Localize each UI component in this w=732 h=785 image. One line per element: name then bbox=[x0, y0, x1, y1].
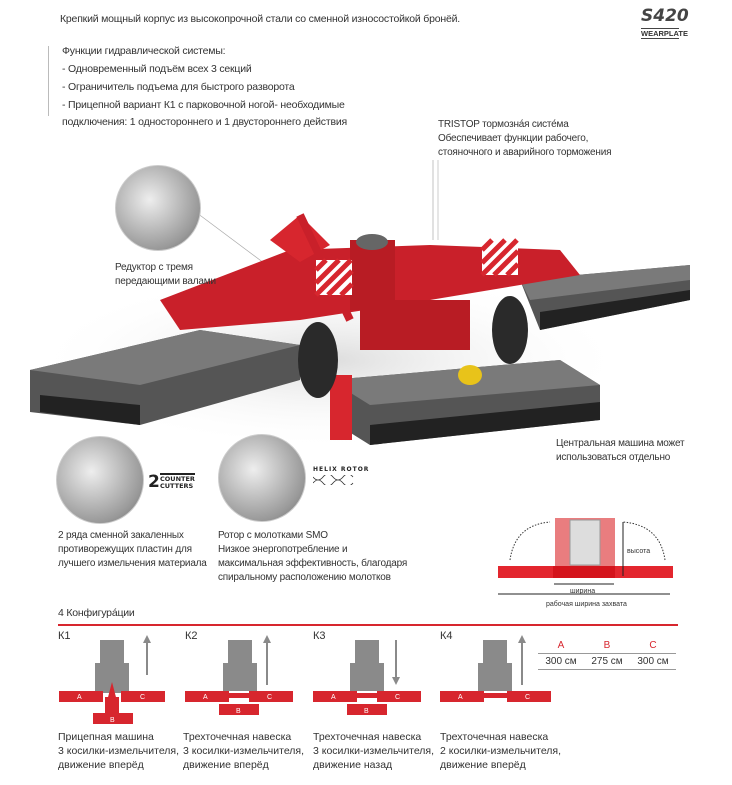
divider bbox=[58, 624, 678, 626]
hydraulics-item: - Прицепной вариант К1 с парковочной ног… bbox=[62, 99, 345, 111]
hydraulics-item: - Одновременный подъём всех 3 секций bbox=[62, 63, 252, 75]
wearplate-badge: WEARPLATE bbox=[641, 28, 688, 39]
config-k3-caption: Трехточечная навеска 3 косилки-измельчит… bbox=[313, 730, 434, 772]
svg-text:A: A bbox=[458, 694, 463, 701]
svg-text:B: B bbox=[364, 708, 369, 715]
caption-line: 2 косилки-измельчителя, bbox=[440, 745, 562, 757]
spec-header-a: A bbox=[538, 638, 584, 654]
section-c: C bbox=[140, 694, 145, 701]
rotor-text: Низкое энергопотребление и bbox=[218, 544, 348, 555]
section-b: B bbox=[110, 717, 115, 724]
central-machine-label: Центральная машина может bbox=[556, 438, 685, 449]
configs-title: 4 Конфигура́ции bbox=[58, 607, 135, 619]
helix-icon bbox=[313, 475, 354, 485]
model-logo: S420 bbox=[641, 6, 689, 26]
config-id: К3 bbox=[313, 630, 326, 642]
counter-cutter-detail-image bbox=[56, 436, 144, 524]
config-k2-diagram: A C B bbox=[185, 635, 293, 715]
working-width-label: рабочая ширина захвата bbox=[546, 600, 627, 608]
caption-line: Прицепная машина bbox=[58, 731, 154, 743]
counter-cutters-l2: CUTTERS bbox=[160, 482, 194, 490]
config-k4-diagram: A C bbox=[440, 635, 551, 702]
svg-text:C: C bbox=[525, 694, 530, 701]
config-id: К1 bbox=[58, 630, 71, 642]
hydraulics-title: Функции гидравлической системы: bbox=[62, 45, 226, 57]
rotor-title: Ротор с молотками SMO bbox=[218, 530, 328, 541]
tristop-text: Обеспечивает функции рабочего, bbox=[438, 133, 589, 144]
config-diagrams: A C B A C B A C B A C bbox=[59, 635, 551, 724]
caption-line: 3 косилки-измельчителя, bbox=[58, 745, 180, 757]
height-label: высота bbox=[627, 548, 650, 555]
caption-line: движение вперёд bbox=[183, 759, 269, 771]
spec-value-c: 300 см bbox=[630, 653, 676, 670]
tristop-title: TRISTOP тормозна́я систе́ма bbox=[438, 119, 569, 130]
counter-cutters-number: 2 bbox=[148, 472, 160, 492]
caption-line: движение вперёд bbox=[440, 759, 526, 771]
rotor-detail-image bbox=[218, 434, 306, 522]
svg-text:A: A bbox=[331, 694, 336, 701]
intro-text: Крепкий мощный корпус из высокопрочной с… bbox=[60, 13, 460, 25]
central-machine-label: использоваться отдельно bbox=[556, 452, 671, 463]
svg-text:A: A bbox=[203, 694, 208, 701]
hydraulics-item: - Ограничитель подъема для быстрого разв… bbox=[62, 81, 295, 93]
caption-line: Трехточечная навеска bbox=[183, 731, 292, 743]
spec-value-b: 275 см bbox=[584, 653, 630, 670]
gearbox-label: Редуктор с тремя bbox=[115, 262, 193, 273]
helix-rotor-badge: HELIX ROTOR bbox=[313, 466, 370, 473]
counter-cutters-l1: COUNTER bbox=[160, 473, 195, 483]
gearbox-label: передающими валами bbox=[115, 276, 216, 287]
caption-line: движение назад bbox=[313, 759, 393, 771]
width-spec-table: A B C 300 см 275 см 300 см bbox=[538, 638, 676, 670]
divider bbox=[48, 46, 49, 116]
spec-header-c: C bbox=[630, 638, 676, 654]
caption-line: Трехточечная навеска bbox=[313, 731, 422, 743]
config-k3-diagram: A C B bbox=[313, 640, 421, 715]
spec-header-b: B bbox=[584, 638, 630, 654]
counter-text: лучшего измельчения материала bbox=[58, 558, 207, 569]
config-k4-caption: Трехточечная навеска 2 косилки-измельчит… bbox=[440, 730, 561, 772]
config-k1-caption: Прицепная машина 3 косилки-измельчителя,… bbox=[58, 730, 179, 772]
rotor-text: максимальная эффективность, благодаря bbox=[218, 558, 408, 569]
svg-text:B: B bbox=[236, 708, 241, 715]
spec-value-a: 300 см bbox=[538, 653, 584, 670]
counter-text: 2 ряда сменной закаленных bbox=[58, 530, 184, 541]
caption-line: 3 косилки-измельчителя, bbox=[313, 745, 435, 757]
gearbox-detail-image bbox=[115, 165, 201, 251]
config-k1-diagram: A C B bbox=[59, 635, 165, 724]
rotor-text: спиральному расположению молотков bbox=[218, 572, 391, 583]
tristop-text: стояночного и аварийного торможения bbox=[438, 147, 612, 158]
warning-board bbox=[314, 238, 520, 297]
dimension-diagram: высота ширина рабочая ширина захвата bbox=[498, 518, 673, 608]
caption-line: 3 косилки-измельчителя, bbox=[183, 745, 305, 757]
svg-text:C: C bbox=[395, 694, 400, 701]
config-id: К2 bbox=[185, 630, 198, 642]
caption-line: Трехточечная навеска bbox=[440, 731, 549, 743]
svg-text:C: C bbox=[267, 694, 272, 701]
config-k2-caption: Трехточечная навеска 3 косилки-измельчит… bbox=[183, 730, 304, 772]
width-label: ширина bbox=[570, 588, 595, 595]
section-a: A bbox=[77, 694, 82, 701]
counter-text: противорежущих пластин для bbox=[58, 544, 192, 555]
caption-line: движение вперёд bbox=[58, 759, 144, 771]
config-id: К4 bbox=[440, 630, 453, 642]
